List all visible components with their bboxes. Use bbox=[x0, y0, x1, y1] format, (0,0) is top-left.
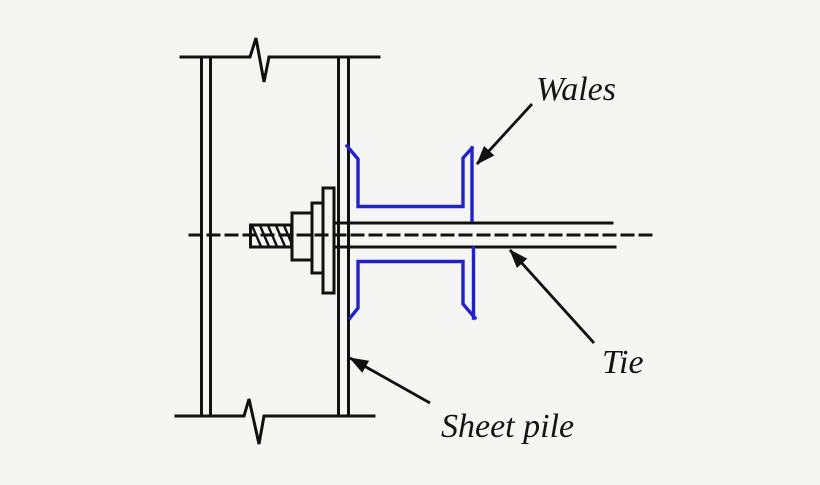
wale-section-upper bbox=[344, 143, 475, 222]
bearing-plate bbox=[321, 186, 336, 295]
sheet-pile-arrow bbox=[349, 356, 431, 405]
tie-rod-label: Tie bbox=[602, 346, 644, 380]
bottom-break-line bbox=[174, 398, 376, 445]
wales-label: Wales bbox=[536, 71, 616, 108]
anchor-washer bbox=[310, 201, 325, 275]
top-break-line bbox=[179, 37, 381, 83]
wales-arrow bbox=[475, 103, 534, 165]
wale-section-lower bbox=[347, 246, 478, 321]
sheet-pile-label: Sheet pile bbox=[441, 408, 575, 445]
tie-rod-arrow bbox=[508, 249, 596, 344]
anchor-assembly bbox=[290, 186, 336, 295]
